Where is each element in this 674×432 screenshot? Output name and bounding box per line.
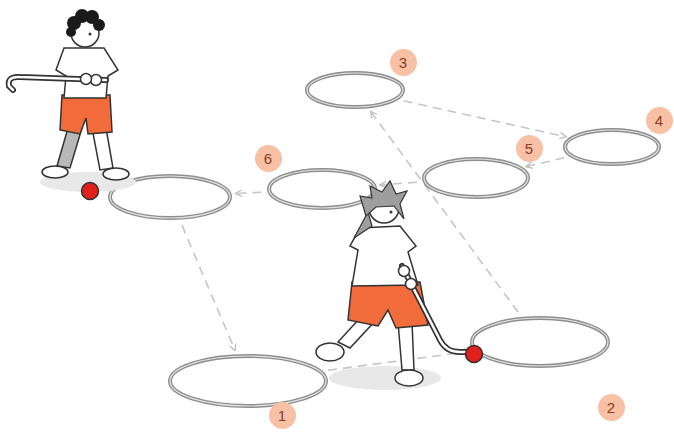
pass-arrow [371, 111, 519, 312]
shadow [40, 172, 136, 192]
hoop-ring [110, 176, 230, 218]
player-eye [390, 211, 393, 214]
player-shorts [348, 282, 428, 328]
number-badge: 5 [516, 135, 543, 162]
callout-number: 6 [264, 151, 272, 166]
hoop: 3 [303, 69, 407, 111]
hoop [106, 172, 234, 222]
hockey-stick [9, 77, 106, 90]
callout-number: 5 [525, 141, 533, 156]
hair-curl [85, 10, 99, 24]
player-shirt [350, 226, 418, 286]
hoop-outline [265, 166, 379, 212]
ball [466, 346, 483, 363]
hoop-ring [269, 170, 375, 208]
player-hair [354, 212, 372, 238]
hoop-ring [472, 318, 608, 366]
player-leg [92, 128, 113, 170]
hoop-ring [424, 159, 528, 197]
callout-number: 3 [399, 55, 407, 70]
player-shoe [103, 168, 129, 180]
number-badge: 6 [255, 145, 282, 172]
callout-number: 4 [655, 113, 663, 128]
player-eye [89, 33, 92, 36]
hoop: 2 [468, 314, 612, 370]
player-hand [81, 74, 92, 85]
number-badge: 3 [390, 49, 417, 76]
hoop-outline [106, 172, 234, 222]
hoop-outline [166, 352, 330, 410]
hoop-outline [420, 155, 532, 201]
number-badge: 2 [598, 394, 625, 421]
hoop-ring [110, 176, 230, 218]
hair-curl [67, 16, 81, 30]
hoop-outline [303, 69, 407, 111]
player-leg [57, 128, 82, 168]
hoop-outline [561, 126, 663, 168]
hoop-ring [307, 73, 403, 107]
hockey-stick [9, 77, 106, 90]
pass-arrow [182, 225, 235, 351]
hair-curl [93, 19, 105, 31]
pass-arrow [403, 101, 566, 137]
hoop-outline [468, 314, 612, 370]
hoop-ring [170, 356, 326, 406]
hockey-stick [402, 266, 467, 352]
player-hand [399, 266, 410, 277]
hockey-stick [402, 266, 467, 352]
player-hair [66, 9, 105, 37]
hoop-ring [472, 318, 608, 366]
player-head [71, 19, 99, 47]
number-badge: 4 [646, 107, 673, 134]
player-leg [338, 318, 376, 348]
hair-curl [75, 9, 89, 23]
player-leg [398, 322, 414, 370]
player-shoe [42, 166, 68, 178]
ball [82, 183, 99, 200]
hoop-ring [565, 130, 659, 164]
number-badge: 1 [269, 402, 296, 429]
pass-arrow [380, 182, 417, 185]
hoop: 6 [265, 166, 379, 212]
hoop: 1 [166, 352, 330, 410]
player-hand [406, 279, 417, 290]
callout-number: 1 [278, 408, 286, 423]
callout-number: 2 [607, 400, 615, 415]
hoop: 4 [561, 126, 663, 168]
hoop-ring [565, 130, 659, 164]
hoop-ring [170, 356, 326, 406]
player-hair [360, 181, 407, 219]
pass-arrow [235, 192, 261, 193]
hoop-ring [424, 159, 528, 197]
hoop: 5 [420, 155, 532, 201]
player-shoe [395, 370, 423, 386]
player-shorts [60, 95, 112, 134]
player-shirt [56, 48, 118, 98]
hair-curl [66, 27, 76, 37]
player-head [369, 193, 399, 223]
player-shoe [316, 343, 344, 361]
shadow [329, 366, 441, 390]
pass-arrow [328, 351, 471, 370]
hoop-ring [307, 73, 403, 107]
hoop-ring [269, 170, 375, 208]
player-hand [91, 75, 102, 86]
